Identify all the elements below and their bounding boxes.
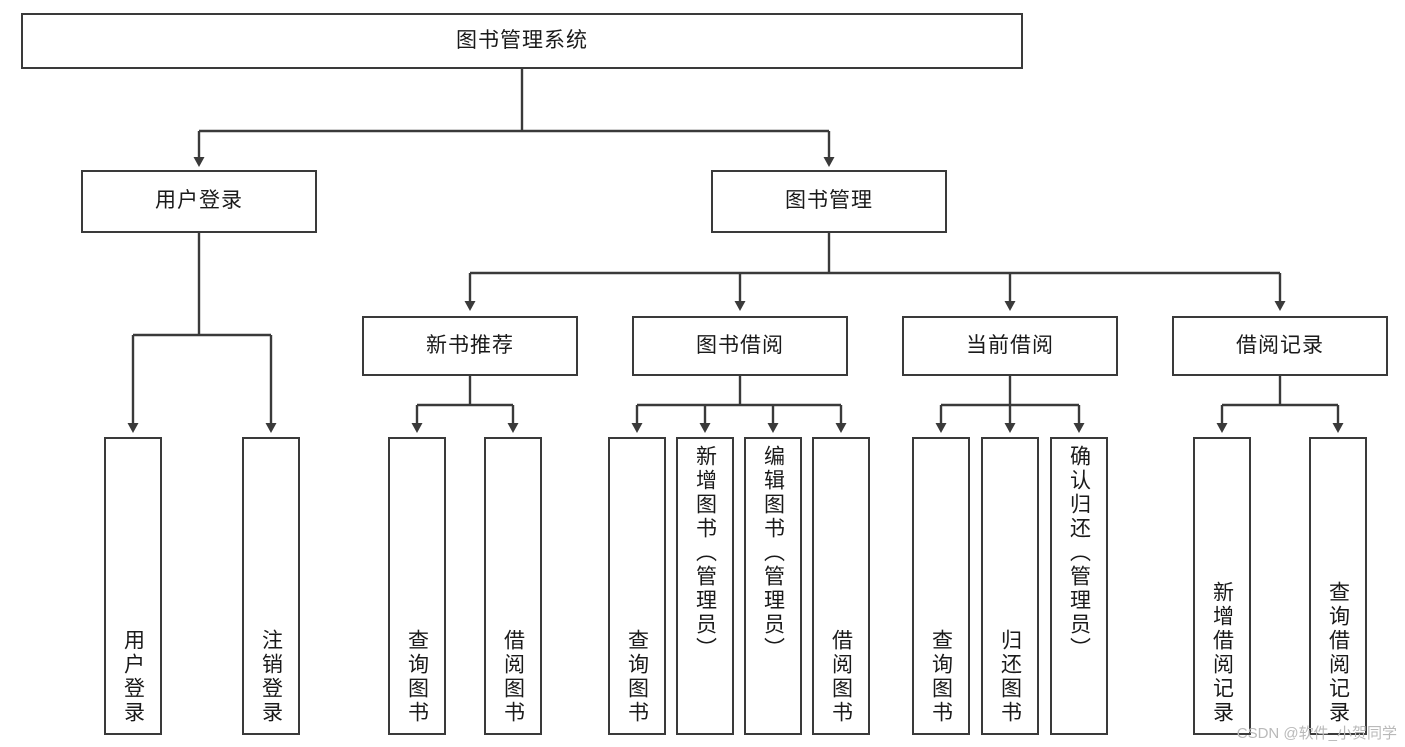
node-label: 查询图书 (929, 629, 953, 725)
leaf-borrow-query-book[interactable]: 查询图书 (608, 437, 666, 735)
node-label: 借阅记录 (1236, 333, 1324, 357)
node-label: 归还图书 (998, 629, 1022, 725)
leaf-borrow-borrow-book[interactable]: 借阅图书 (812, 437, 870, 735)
node-label: 当前借阅 (966, 333, 1054, 357)
leaf-current-confirm-return-admin[interactable]: 确认归还（管理员） (1050, 437, 1108, 735)
leaf-recommend-borrow-book[interactable]: 借阅图书 (484, 437, 542, 735)
node-label: 查询借阅记录 (1326, 581, 1350, 725)
node-new-book-recommend[interactable]: 新书推荐 (362, 316, 578, 376)
leaf-record-add-record[interactable]: 新增借阅记录 (1193, 437, 1251, 735)
leaf-user-login-signin[interactable]: 用户登录 (104, 437, 162, 735)
node-label: 图书借阅 (696, 333, 784, 357)
node-current-borrow[interactable]: 当前借阅 (902, 316, 1118, 376)
node-label: 编辑图书（管理员） (761, 445, 785, 661)
node-label: 注销登录 (259, 629, 283, 725)
node-label: 图书管理 (785, 189, 873, 213)
leaf-record-query-record[interactable]: 查询借阅记录 (1309, 437, 1367, 735)
node-label: 借阅图书 (829, 629, 853, 725)
node-root-system[interactable]: 图书管理系统 (21, 13, 1023, 69)
node-label: 新书推荐 (426, 333, 514, 357)
node-label: 新增图书（管理员） (693, 445, 717, 661)
node-label: 确认归还（管理员） (1067, 445, 1091, 661)
leaf-borrow-add-book-admin[interactable]: 新增图书（管理员） (676, 437, 734, 735)
node-label: 查询图书 (625, 629, 649, 725)
node-user-login[interactable]: 用户登录 (81, 170, 317, 233)
node-book-management[interactable]: 图书管理 (711, 170, 947, 233)
node-label: 图书管理系统 (456, 28, 588, 52)
leaf-recommend-query-book[interactable]: 查询图书 (388, 437, 446, 735)
node-borrow-record[interactable]: 借阅记录 (1172, 316, 1388, 376)
leaf-user-login-signout[interactable]: 注销登录 (242, 437, 300, 735)
leaf-current-return-book[interactable]: 归还图书 (981, 437, 1039, 735)
leaf-current-query-book[interactable]: 查询图书 (912, 437, 970, 735)
watermark-text: CSDN @软件_小贺同学 (1236, 725, 1397, 742)
node-label: 用户登录 (155, 189, 243, 213)
node-label: 新增借阅记录 (1210, 581, 1234, 725)
leaf-borrow-edit-book-admin[interactable]: 编辑图书（管理员） (744, 437, 802, 735)
node-book-borrow[interactable]: 图书借阅 (632, 316, 848, 376)
node-label: 查询图书 (405, 629, 429, 725)
node-label: 借阅图书 (501, 629, 525, 725)
node-label: 用户登录 (121, 629, 145, 725)
